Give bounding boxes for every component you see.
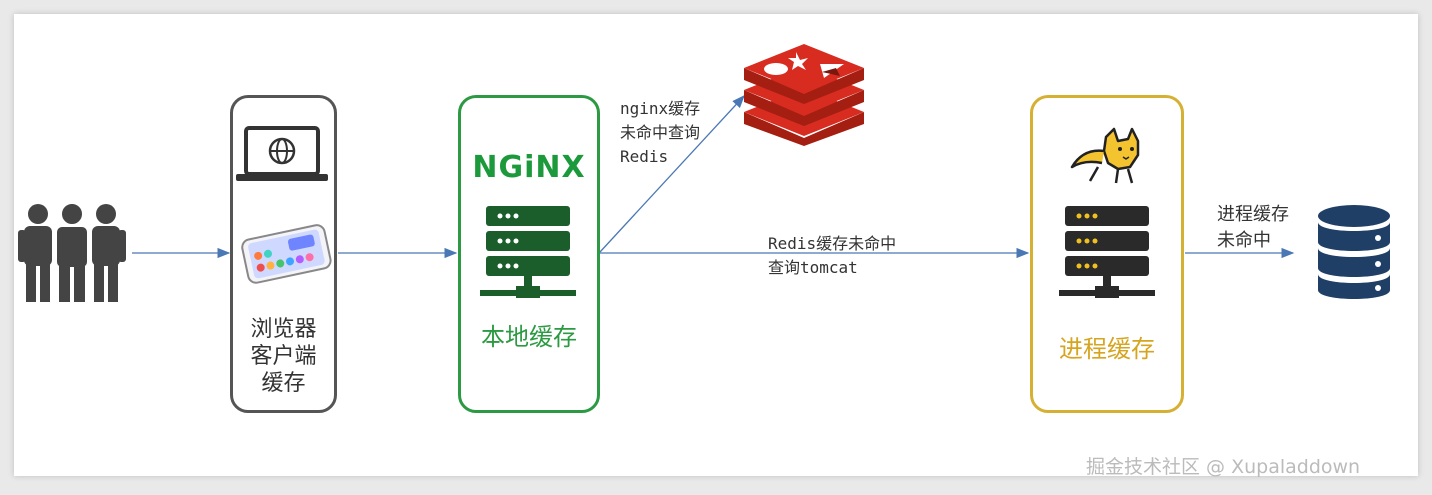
server-icon bbox=[480, 206, 576, 298]
process-cache-label: 进程缓存 bbox=[1059, 335, 1155, 363]
nginx-local-cache-box bbox=[458, 95, 600, 413]
nginx-miss-query-redis-label: nginx缓存 未命中查询 Redis bbox=[620, 99, 701, 166]
nginx-local-cache-label: 本地缓存 bbox=[481, 323, 577, 351]
arrow-nginx-to-redis bbox=[599, 95, 745, 253]
smartphone-icon bbox=[241, 224, 332, 284]
laptop-globe-icon bbox=[236, 126, 328, 181]
process-cache-miss-label: 进程缓存 未命中 bbox=[1217, 204, 1289, 251]
nginx-logo: NGiNX bbox=[472, 150, 586, 185]
browser-cache-label: 浏览器 客户端 缓存 bbox=[250, 317, 317, 396]
users-icon bbox=[18, 202, 126, 302]
tomcat-logo-icon bbox=[1070, 127, 1140, 184]
redis-miss-query-tomcat-label: Redis缓存未命中 查询tomcat bbox=[768, 234, 897, 277]
watermark: 掘金技术社区 @ Xupaladdown bbox=[1086, 456, 1361, 478]
redis-logo-icon bbox=[744, 44, 864, 146]
server-icon bbox=[1059, 206, 1155, 298]
database-icon bbox=[1318, 205, 1390, 299]
